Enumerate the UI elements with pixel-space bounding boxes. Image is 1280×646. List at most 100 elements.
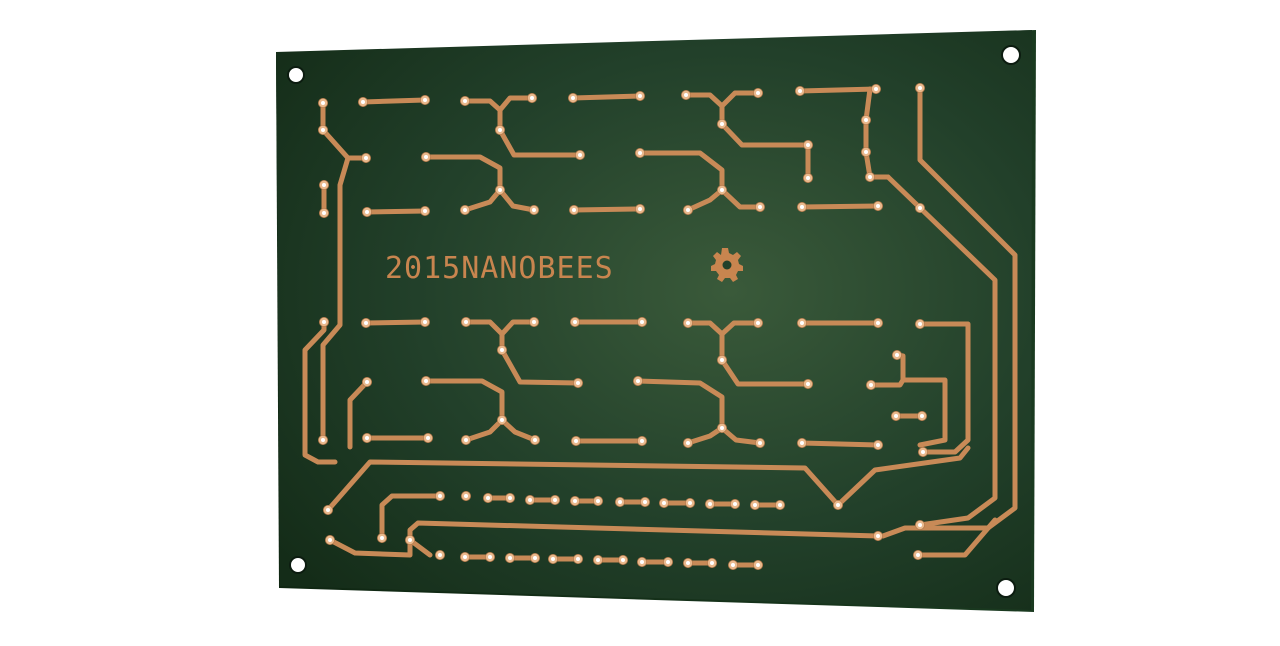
drill-hole [686, 561, 690, 565]
drill-hole [756, 91, 760, 95]
drill-hole [798, 89, 802, 93]
drill-hole [638, 151, 642, 155]
drill-hole [578, 153, 582, 157]
drill-hole [364, 321, 368, 325]
drill-hole [596, 558, 600, 562]
drill-hole [720, 188, 724, 192]
drill-hole [640, 560, 644, 564]
drill-hole [533, 556, 537, 560]
drill-hole [708, 502, 712, 506]
drill-hole [918, 86, 922, 90]
drill-hole [322, 183, 326, 187]
drill-hole [869, 383, 873, 387]
drill-hole [876, 534, 880, 538]
drill-hole [918, 206, 922, 210]
drill-hole [758, 205, 762, 209]
drill-hole [688, 501, 692, 505]
drill-hole [720, 358, 724, 362]
drill-hole [498, 128, 502, 132]
solder-pads [317, 83, 929, 571]
drill-hole [710, 561, 714, 565]
drill-hole [876, 204, 880, 208]
drill-hole [576, 557, 580, 561]
drill-hole [533, 438, 537, 442]
drill-hole [424, 379, 428, 383]
drill-hole [380, 536, 384, 540]
drill-hole [640, 439, 644, 443]
drill-hole [806, 382, 810, 386]
drill-hole [464, 320, 468, 324]
drill-hole [508, 556, 512, 560]
drill-hole [498, 188, 502, 192]
drill-hole [894, 414, 898, 418]
drill-hole [876, 321, 880, 325]
drill-hole [684, 93, 688, 97]
drill-hole [733, 502, 737, 506]
drill-hole [864, 118, 868, 122]
drill-hole [321, 128, 325, 132]
drill-hole [618, 500, 622, 504]
drill-hole [423, 209, 427, 213]
drill-hole [463, 555, 467, 559]
drill-hole [720, 122, 724, 126]
drill-hole [576, 381, 580, 385]
drill-hole [573, 320, 577, 324]
drill-hole [800, 441, 804, 445]
drill-hole [328, 538, 332, 542]
drill-hole [423, 320, 427, 324]
drill-hole [800, 205, 804, 209]
drill-hole [686, 208, 690, 212]
drill-hole [488, 555, 492, 559]
drill-hole [321, 438, 325, 442]
drill-hole [800, 321, 804, 325]
drill-hole [666, 560, 670, 564]
drill-hole [365, 436, 369, 440]
drill-hole [686, 441, 690, 445]
drill-hole [621, 558, 625, 562]
drill-hole [438, 494, 442, 498]
drill-hole [806, 176, 810, 180]
drill-hole [868, 175, 872, 179]
drill-hole [361, 100, 365, 104]
drill-hole [553, 498, 557, 502]
drill-hole [756, 321, 760, 325]
drill-hole [895, 353, 899, 357]
drill-hole [528, 498, 532, 502]
drill-hole [326, 508, 330, 512]
drill-hole [806, 143, 810, 147]
drill-hole [573, 499, 577, 503]
drill-hole [500, 348, 504, 352]
drill-hole [874, 87, 878, 91]
drill-hole [364, 156, 368, 160]
drill-hole [643, 500, 647, 504]
drill-hole [918, 523, 922, 527]
drill-hole [920, 414, 924, 418]
drill-hole [438, 553, 442, 557]
drill-hole [921, 450, 925, 454]
drill-hole [365, 380, 369, 384]
drill-hole [464, 494, 468, 498]
mounting-hole-top-right [1001, 45, 1021, 65]
drill-hole [640, 320, 644, 324]
drill-hole [918, 322, 922, 326]
drill-hole [636, 379, 640, 383]
drill-hole [365, 210, 369, 214]
drill-hole [596, 499, 600, 503]
mounting-hole-bottom-right [996, 578, 1016, 598]
drill-hole [686, 321, 690, 325]
gear-logo-icon [711, 248, 743, 282]
drill-hole [720, 426, 724, 430]
drill-hole [731, 563, 735, 567]
drill-hole [836, 503, 840, 507]
silkscreen-text: 2015NANOBEES [385, 251, 614, 286]
drill-hole [753, 503, 757, 507]
drill-hole [571, 96, 575, 100]
drill-hole [322, 211, 326, 215]
drill-hole [508, 496, 512, 500]
mounting-hole-bottom-left [289, 556, 307, 574]
drill-hole [532, 320, 536, 324]
drill-hole [463, 99, 467, 103]
drill-hole [756, 563, 760, 567]
drill-hole [530, 96, 534, 100]
